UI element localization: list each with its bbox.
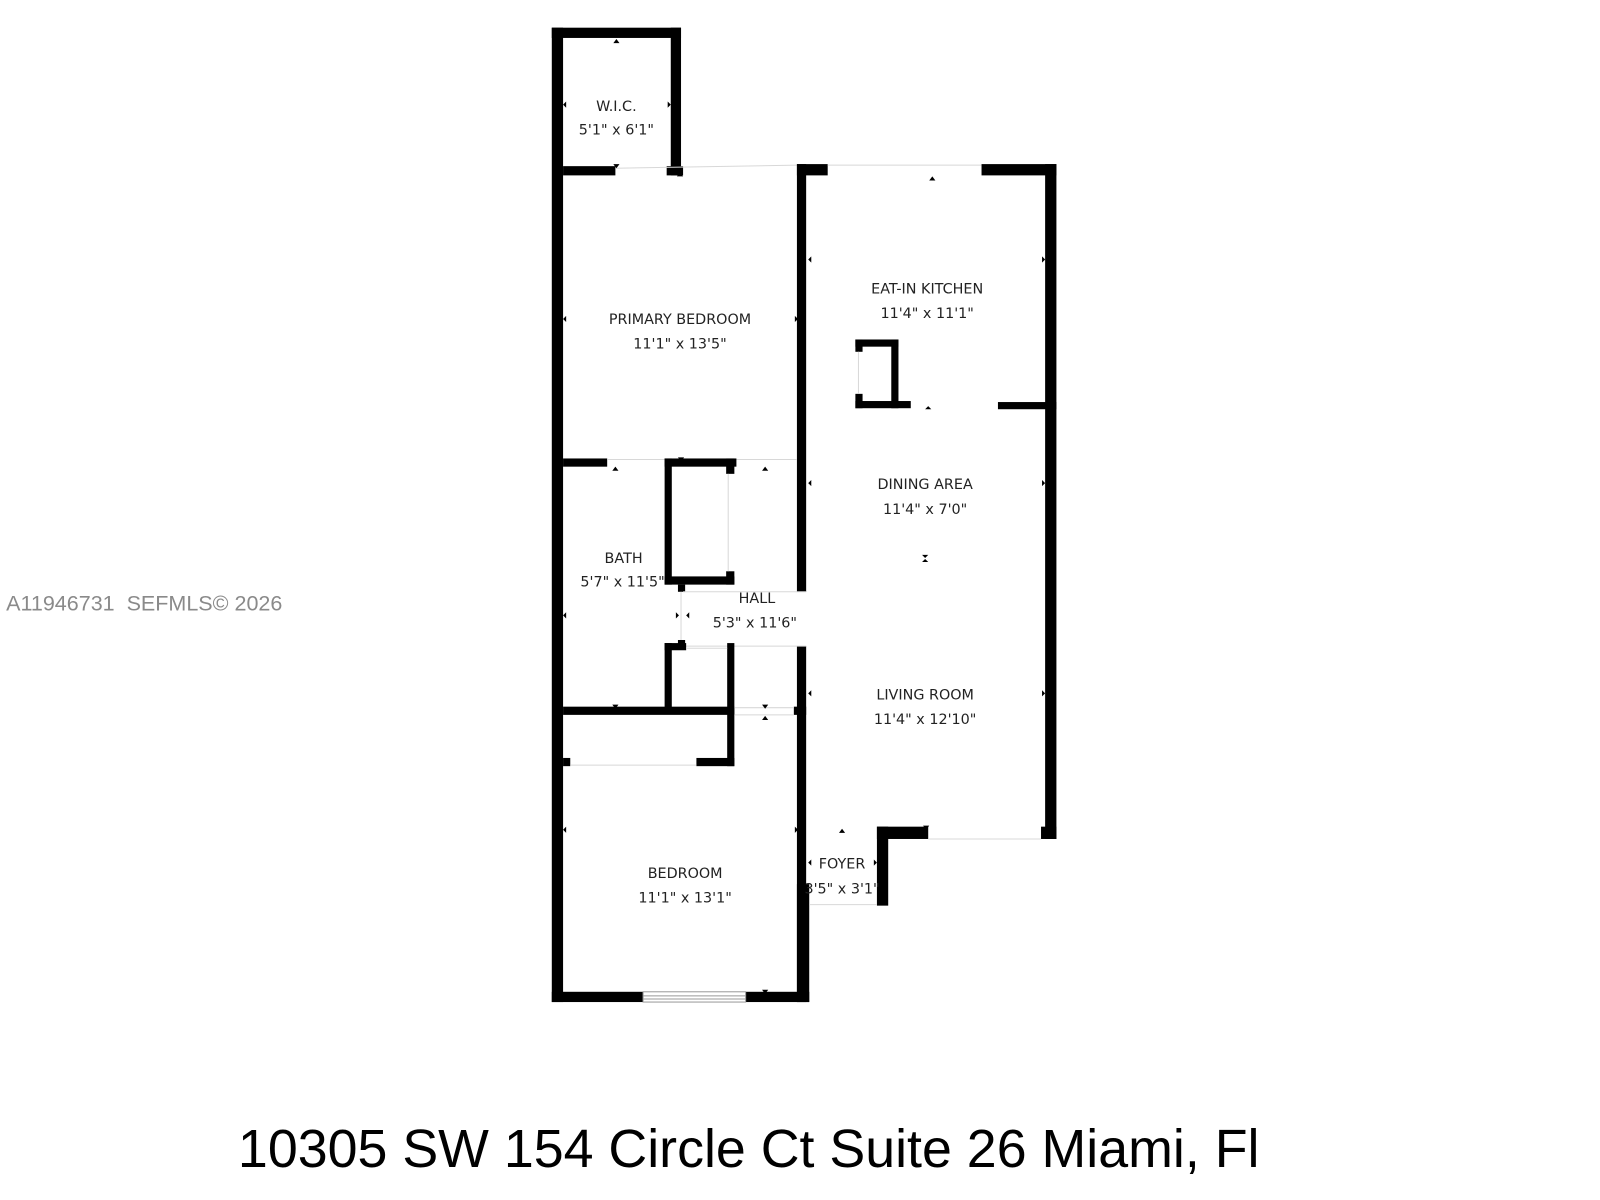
- room-foyer: FOYER 3'5" x 3'1": [804, 857, 879, 898]
- room-hall: HALL 5'3" x 11'6": [713, 591, 797, 632]
- room-dining: DINING AREA 11'4" x 7'0": [877, 477, 972, 518]
- room-name: PRIMARY BEDROOM: [609, 312, 751, 328]
- room-dimensions: 3'5" x 3'1": [804, 881, 879, 897]
- mls-watermark: A11946731 SEFMLS© 2026: [6, 591, 282, 615]
- room-dimensions: 5'1" x 6'1": [579, 122, 654, 138]
- room-name: DINING AREA: [877, 477, 972, 493]
- room-dimensions: 11'4" x 7'0": [883, 502, 967, 518]
- room-dimensions: 5'3" x 11'6": [713, 616, 797, 632]
- room-dimensions: 11'4" x 12'10": [874, 712, 977, 728]
- room-bath: BATH 5'7" x 11'5": [580, 551, 664, 591]
- walls: [551, 27, 1057, 1003]
- room-name: BATH: [605, 551, 643, 567]
- room-name: LIVING ROOM: [876, 687, 974, 703]
- room-dimensions: 11'1" x 13'1": [638, 891, 731, 907]
- room-name: FOYER: [819, 857, 866, 873]
- room-wic: W.I.C. 5'1" x 6'1": [579, 99, 654, 139]
- room-kitchen: EAT-IN KITCHEN 11'4" x 11'1": [871, 281, 983, 322]
- room-name: BEDROOM: [648, 866, 723, 882]
- window: [642, 991, 747, 1003]
- property-address: 10305 SW 154 Circle Ct Suite 26 Miami, F…: [238, 1120, 1260, 1179]
- room-dimensions: 11'4" x 11'1": [880, 306, 973, 322]
- room-name: HALL: [739, 591, 776, 607]
- room-primary-bedroom: PRIMARY BEDROOM 11'1" x 13'5": [609, 312, 751, 353]
- room-dimensions: 5'7" x 11'5": [580, 575, 664, 591]
- room-living: LIVING ROOM 11'4" x 12'10": [874, 687, 977, 728]
- room-dimensions: 11'1" x 13'5": [633, 337, 726, 353]
- room-name: W.I.C.: [596, 99, 636, 115]
- room-bedroom: BEDROOM 11'1" x 13'1": [638, 866, 731, 907]
- room-name: EAT-IN KITCHEN: [871, 281, 983, 297]
